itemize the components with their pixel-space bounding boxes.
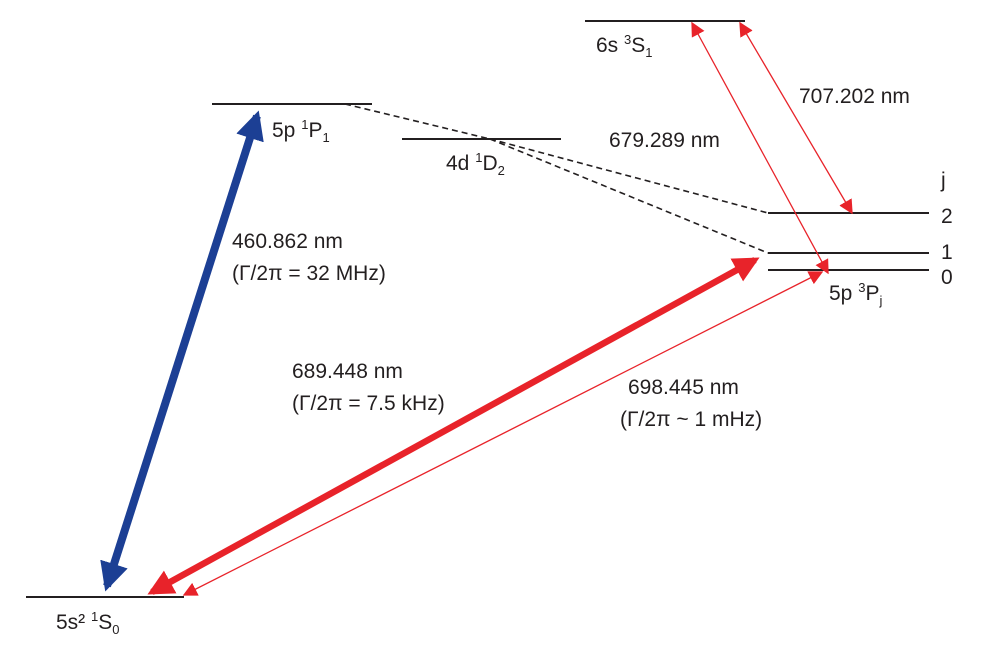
transition-707nm-arrow <box>739 21 853 215</box>
j-header: j <box>940 169 946 192</box>
label-707nm-wavelength: 707.202 nm <box>799 85 910 108</box>
level-labels: 5s² 1S0 5p 1P1 4d 1D2 6s 3S1 5p 3Pj <box>56 32 882 637</box>
label-689nm-linewidth: (Γ/2π = 7.5 kHz) <box>292 392 445 415</box>
transition-698nm-arrow <box>182 271 824 596</box>
transition-labels: 460.862 nm (Γ/2π = 32 MHz) 689.448 nm (Γ… <box>232 85 910 431</box>
label-689nm-wavelength: 689.448 nm <box>292 360 403 383</box>
j-column: j 2 1 0 <box>940 169 953 289</box>
label-460nm-linewidth: (Γ/2π = 32 MHz) <box>232 262 386 285</box>
label-5p-3Pj: 5p 3Pj <box>829 280 882 308</box>
label-679nm-wavelength: 679.289 nm <box>609 129 720 152</box>
j-value-2: 2 <box>941 205 953 228</box>
label-6s-3S1: 6s 3S1 <box>596 32 653 60</box>
j-value-0: 0 <box>941 266 953 289</box>
decay-1D2-to-3P1 <box>489 138 769 254</box>
label-ground: 5s² 1S0 <box>56 609 120 637</box>
label-4d-1D2: 4d 1D2 <box>446 150 505 178</box>
label-460nm-wavelength: 460.862 nm <box>232 230 343 253</box>
decay-1P1-to-1D2 <box>344 103 491 140</box>
decay-paths <box>344 103 769 254</box>
transitions <box>100 21 853 596</box>
label-698nm-linewidth: (Γ/2π ~ 1 mHz) <box>620 408 762 431</box>
label-698nm-wavelength: 698.445 nm <box>628 376 739 399</box>
j-value-1: 1 <box>941 241 953 264</box>
energy-levels <box>26 20 929 598</box>
transition-460nm-arrow <box>100 110 264 592</box>
label-5p-1P1: 5p 1P1 <box>272 117 330 145</box>
decay-1D2-to-3P2 <box>489 138 769 214</box>
